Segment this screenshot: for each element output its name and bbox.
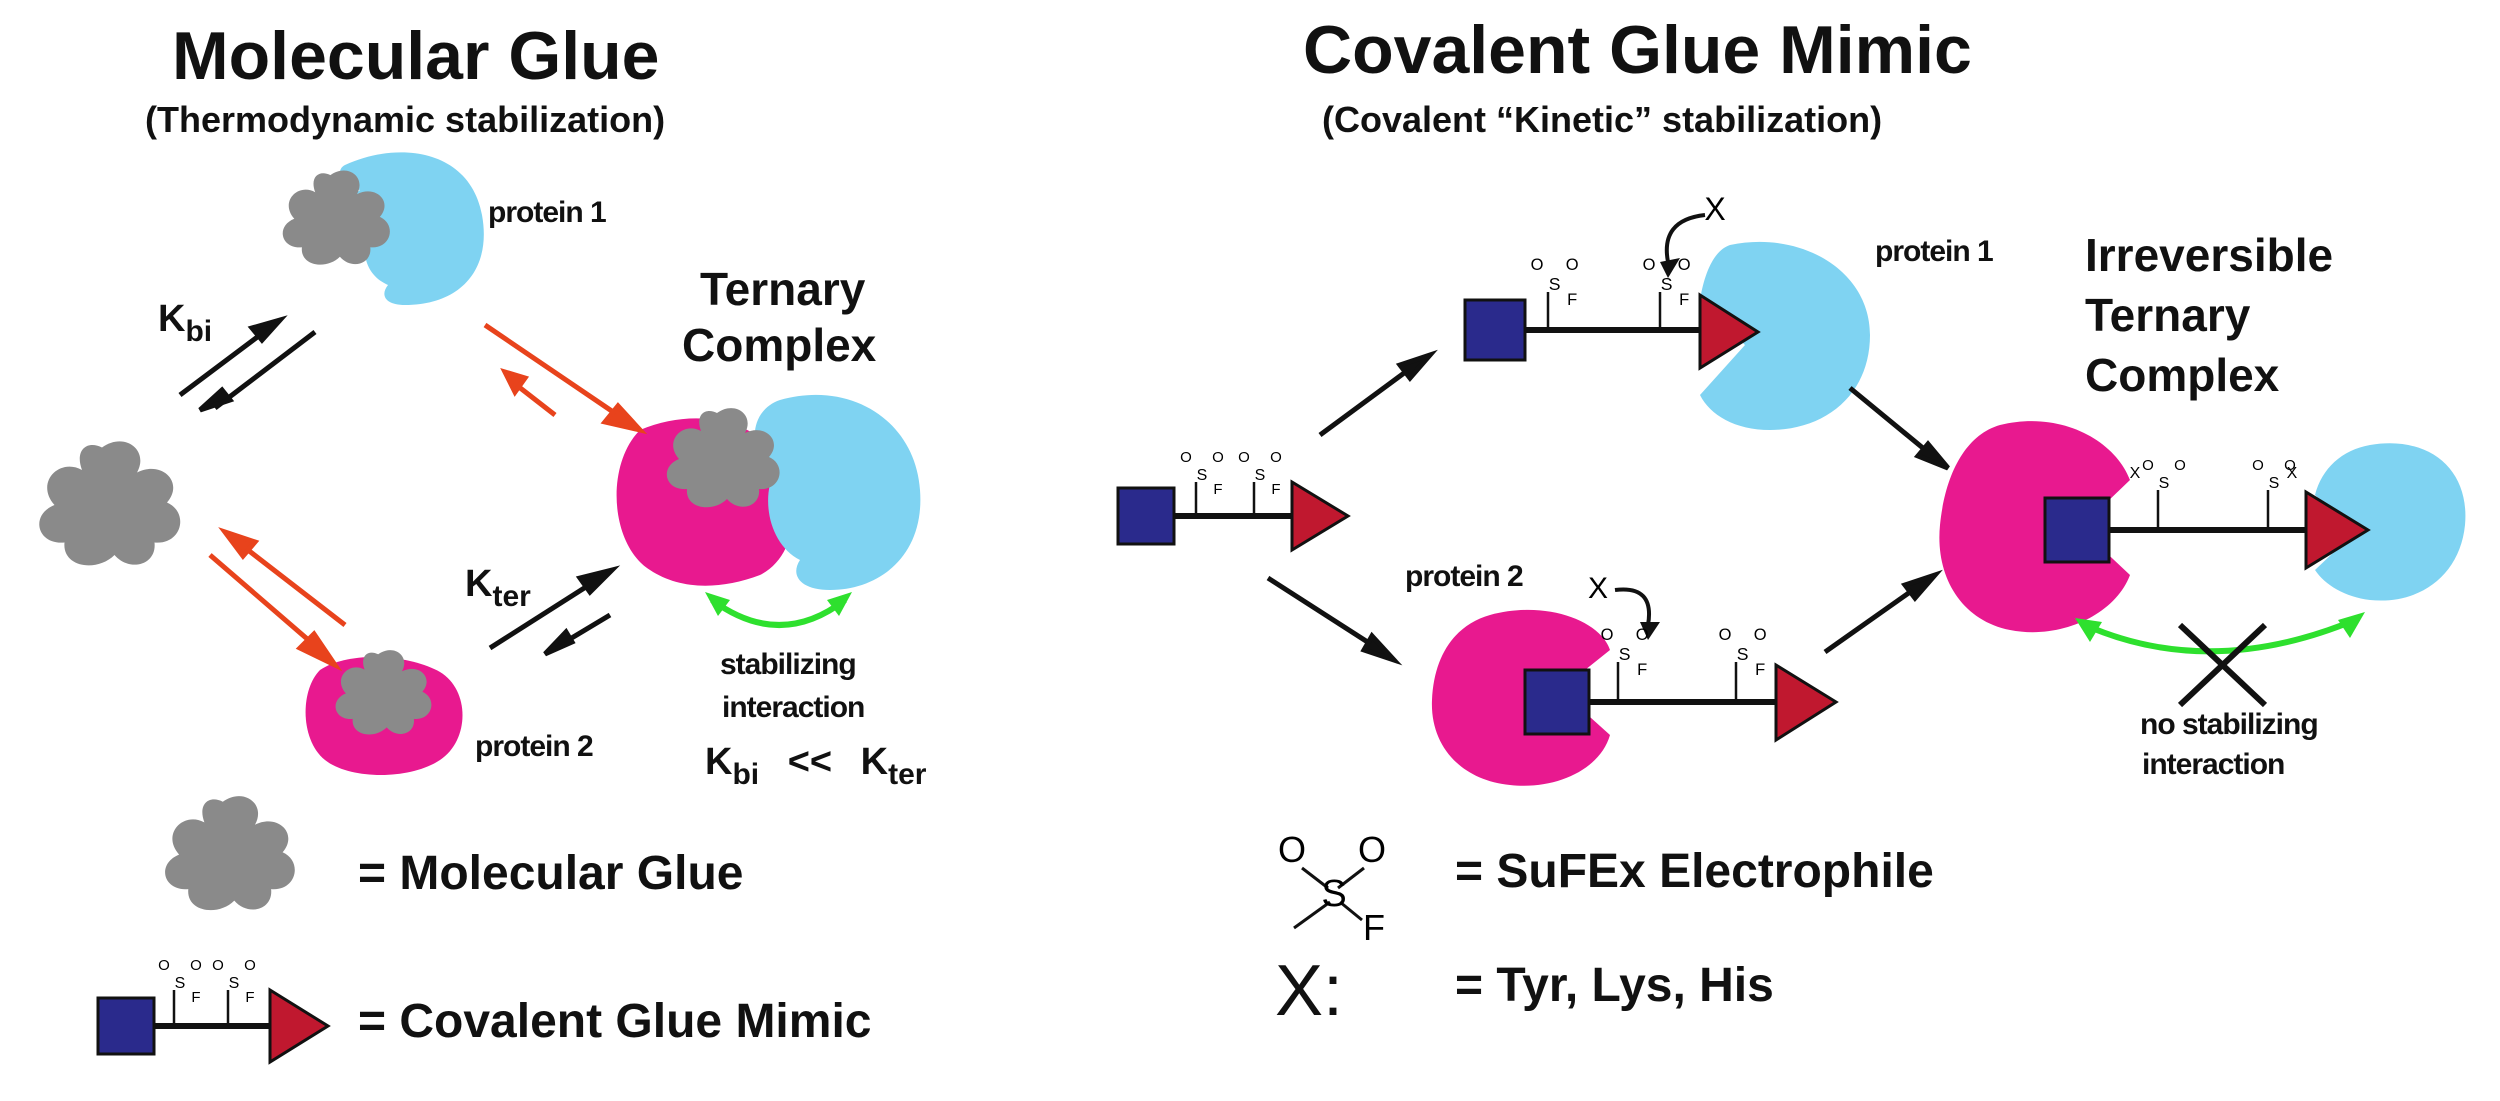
right-protein2-label: protein 2 <box>1405 560 1524 593</box>
kbi-sub: bi <box>185 315 213 348</box>
left-protein2-label: protein 2 <box>475 730 594 763</box>
kter-equilibrium-arrows <box>488 565 621 657</box>
covalent-reaction-arrows <box>1266 349 1950 666</box>
protein2-binding-step <box>1431 587 1839 786</box>
protein1-binding-step <box>1463 213 1870 430</box>
ternary-label-line1: Ternary <box>700 263 866 315</box>
right-protein1-label: protein 1 <box>1875 235 1994 268</box>
free-covalent-glue-mimic <box>1116 479 1351 553</box>
complex-protein1-shape <box>2315 443 2466 601</box>
stabilizing-line2: interaction <box>722 691 865 724</box>
ternary-label-line2: Complex <box>682 319 877 371</box>
legend-x-symbol: X: <box>1275 951 1344 1031</box>
left-title: Molecular Glue <box>172 18 660 94</box>
irreversible-line2: Ternary <box>2085 289 2251 341</box>
left-protein1-label: protein 1 <box>488 196 607 229</box>
kter-sub: ter <box>492 580 531 613</box>
no-stabilizing-arrow <box>2075 612 2365 708</box>
kbi-equilibrium-arrows <box>178 315 317 413</box>
legend-x-meaning: = Tyr, Lys, His <box>1455 959 1774 1012</box>
free-molecular-glue-icon <box>39 441 181 566</box>
relation-right-base: K <box>860 741 889 783</box>
kbi-base: K <box>158 298 186 340</box>
legend-sufex-text: = SuFEx Electrophile <box>1455 845 1934 898</box>
protein2-bound-bottom <box>305 650 463 775</box>
stabilizing-line1: stabilizing <box>720 648 857 681</box>
kbi-label: Kbi <box>158 300 212 347</box>
stabilizing-arrow <box>705 592 852 628</box>
right-subtitle: (Covalent “Kinetic” stabilization) <box>1322 99 1883 140</box>
irreversible-ternary-complex <box>1939 421 2466 633</box>
right-title: Covalent Glue Mimic <box>1303 12 1972 88</box>
relation-left-sub: bi <box>732 758 760 791</box>
legend-molecular-glue-icon <box>165 796 295 911</box>
kter-label: Kter <box>465 565 531 612</box>
left-subtitle: (Thermodynamic stabilization) <box>145 99 666 140</box>
irreversible-line1: Irreversible <box>2085 229 2334 281</box>
protein1-bound-top <box>282 152 484 305</box>
kter-base: K <box>465 563 493 605</box>
legend-molecular-glue-text: = Molecular Glue <box>358 847 744 900</box>
legend-covalent-glue-mimic-icon <box>96 987 331 1065</box>
relation-right-sub: ter <box>888 758 927 791</box>
legend-covalent-glue-mimic-text: = Covalent Glue Mimic <box>358 995 872 1048</box>
no-stabilizing-line1: no stabilizing <box>2140 708 2319 741</box>
top-to-ternary-arrows <box>483 322 648 435</box>
relation-operator: << <box>787 741 833 783</box>
ternary-complex <box>616 394 921 590</box>
complex-protein2-shape <box>1939 421 2130 633</box>
irreversible-line3: Complex <box>2085 349 2280 401</box>
kbi-kter-relation: Kbi << Kter <box>705 743 926 790</box>
legend-sufex-structure-icon <box>1293 866 1365 930</box>
no-stabilizing-line2: interaction <box>2142 748 2285 781</box>
protein1-shape <box>1700 241 1870 430</box>
protein1-shape <box>340 152 484 305</box>
relation-left-base: K <box>705 741 733 783</box>
ternary-protein1-shape <box>754 394 921 590</box>
protein2-shape <box>1431 609 1610 786</box>
glue-to-bottom-arrows <box>208 527 347 672</box>
